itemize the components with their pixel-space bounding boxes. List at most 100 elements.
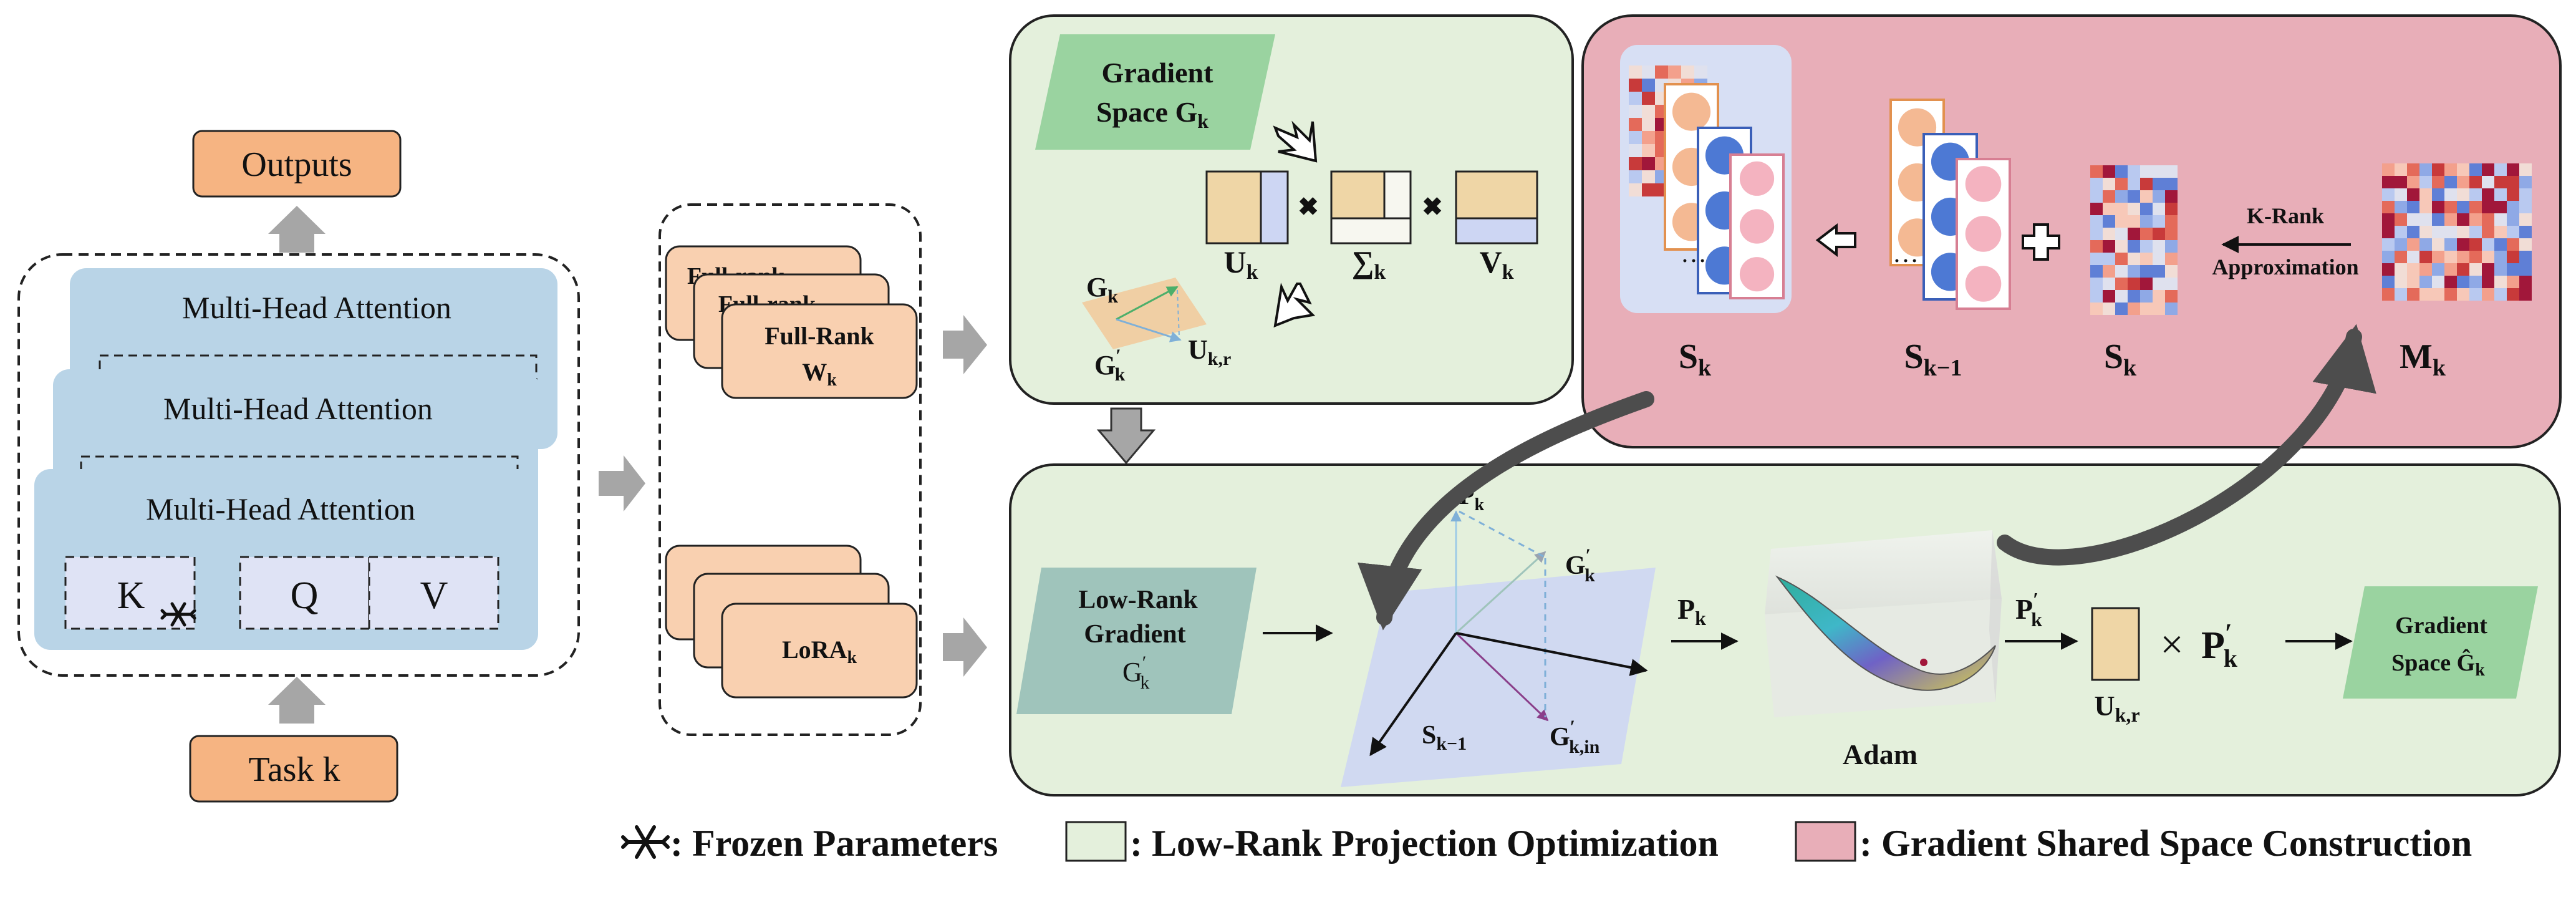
gradient-space-panel: Gradient Space Gk Uk ✖ ∑k ✖ Vk Gk G′k Uk… [1009, 14, 1574, 405]
sk2-heat-cell [2165, 290, 2178, 303]
mk-heat-cell [2457, 201, 2469, 213]
mk-heat-cell [2469, 213, 2482, 226]
sk-heat-cell [1642, 92, 1655, 105]
sk2-heat-cell [2128, 278, 2140, 290]
vec-gkin [1455, 632, 1549, 722]
gk-vec-label: G′k [1565, 545, 1595, 586]
mk-heat-cell [2395, 163, 2407, 176]
mk-heat-cell [2432, 251, 2444, 263]
sk2-heat-cell [2128, 290, 2140, 303]
sk2-heat-cell [2140, 178, 2153, 190]
sk2-heat-cell [2090, 290, 2103, 303]
mk-heat-cell [2494, 201, 2507, 213]
sk-heat-cell [1642, 105, 1655, 118]
mk-heat-cell [2507, 251, 2519, 263]
sk2-heat-cell [2090, 253, 2103, 265]
up-arrow-task [268, 677, 326, 724]
sk2-heat-cell [2115, 265, 2128, 278]
full-rank-card-3 [721, 303, 918, 399]
mk-heat-cell [2382, 288, 2395, 301]
legend-lowrank: : Low-Rank Projection Optimization [1130, 823, 1719, 864]
sk-heat-cell [1642, 79, 1655, 92]
sk2-heat-cell [2115, 290, 2128, 303]
sk2-heat-cell [2140, 240, 2153, 253]
mk-heat-cell [2507, 276, 2519, 288]
gradient-space-tag [1035, 34, 1275, 150]
outputs-box [192, 130, 402, 198]
sk2-heat-cell [2128, 190, 2140, 203]
task-label: Task k [249, 750, 340, 789]
mk-heat-cell [2419, 163, 2432, 176]
mk-heat-cell [2407, 213, 2419, 226]
sk2-heat-cell [2165, 265, 2178, 278]
transformer-block: Outputs Multi-Head Attention Multi-Head … [17, 130, 580, 803]
mk-heat-cell [2444, 213, 2457, 226]
out-tag-line2: Space Ĝk [2391, 649, 2485, 680]
mk-heat-cell [2507, 288, 2519, 301]
arrow-pk-label: Pk [1677, 593, 1706, 629]
mk-heat-cell [2432, 238, 2444, 251]
curved-arrow-to-projection [1358, 391, 1654, 631]
sk2-heat-cell [2090, 240, 2103, 253]
sk-label: Sk [1679, 337, 1712, 381]
mk-heat-cell [2382, 276, 2395, 288]
mk-heat-cell [2419, 176, 2432, 188]
mk-heat-cell [2419, 251, 2432, 263]
mk-heat-cell [2432, 288, 2444, 301]
mk-heat-cell [2382, 176, 2395, 188]
sk2-heat-cell [2128, 265, 2140, 278]
sk-heat-cell [1642, 157, 1655, 170]
mk-heat-cell [2494, 213, 2507, 226]
sk2-heat-cell [2103, 215, 2115, 228]
mk-heat-cell [2482, 276, 2494, 288]
mk-heat-cell [2395, 263, 2407, 276]
sk2-heat-cell [2090, 303, 2103, 315]
sk2-heat-cell [2090, 165, 2103, 178]
sk2-heat-cell [2128, 203, 2140, 215]
v-matrix-strip [1455, 217, 1538, 244]
sk2-heat-cell [2153, 265, 2165, 278]
mk-heat-cell [2482, 176, 2494, 188]
mk-heat-cell [2432, 276, 2444, 288]
mk-heat-cell [2432, 201, 2444, 213]
mk-heat-cell [2507, 176, 2519, 188]
pkprime-label: P′k [2015, 588, 2042, 631]
outputs-label: Outputs [241, 145, 352, 184]
mk-heat-cell [2444, 251, 2457, 263]
vec-g-drop [1177, 289, 1180, 337]
mk-heat-cell [2469, 238, 2482, 251]
mk-heat-cell [2432, 176, 2444, 188]
sk2-heat-cell [2165, 203, 2178, 215]
mk-heat-cell [2469, 276, 2482, 288]
mk-heat-cell [2457, 276, 2469, 288]
sk2-heat-cell [2115, 240, 2128, 253]
gprime-label: G′k [1094, 346, 1126, 385]
sk-heat-cell [1629, 157, 1642, 170]
mk-heat-cell [2457, 188, 2469, 201]
sk-heat-cell [1694, 65, 1707, 79]
mult-sign-2: ✖ [1422, 193, 1443, 221]
mk-heat-cell [2494, 276, 2507, 288]
sk2-heat-cell [2165, 190, 2178, 203]
sk2-heat-cell [2090, 190, 2103, 203]
mk-heat-cell [2382, 226, 2395, 238]
cube-side [1989, 530, 2002, 702]
sk2-heat-cell [2103, 290, 2115, 303]
sk2-heat-cell [2140, 228, 2153, 240]
mk-heat-cell [2407, 176, 2419, 188]
plus-icon [2022, 223, 2060, 261]
mk-heat-cell [2482, 213, 2494, 226]
sigma-matrix-row [1330, 217, 1412, 244]
axis-left [1369, 632, 1457, 757]
sk2-heat-cell [2115, 203, 2128, 215]
mk-heat-cell [2419, 238, 2432, 251]
sk2-heat-cell [2153, 178, 2165, 190]
mk-label: Mk [2400, 337, 2446, 381]
sk-heat-cell [1629, 65, 1642, 79]
mk-heat-cell [2457, 163, 2469, 176]
sk2-heat-cell [2140, 290, 2153, 303]
mk-heat-cell [2519, 213, 2532, 226]
sk1-plane-label: Sk−1 [1422, 721, 1467, 754]
sk2-heat-cell [2140, 278, 2153, 290]
lr-tag-line1: Low-Rank [1078, 586, 1198, 614]
